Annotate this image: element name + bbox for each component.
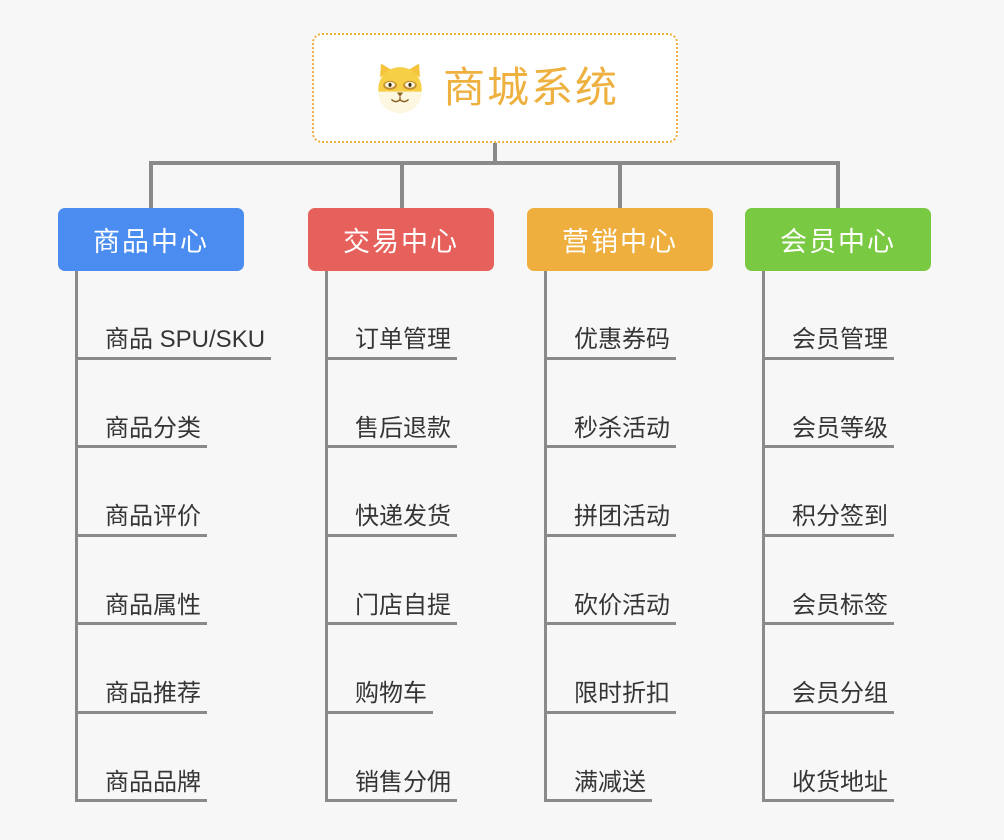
- root-title: 商城系统: [442, 64, 619, 111]
- leaf-underline: [325, 799, 457, 802]
- leaf-item[interactable]: 商品评价: [75, 448, 318, 537]
- leaf-label: 商品分类: [105, 414, 201, 442]
- leaf-label: 优惠券码: [574, 326, 670, 354]
- leaf-list-3: 优惠券码 秒杀活动 拼团活动 砍价活动 限时折扣 满减送: [527, 271, 752, 802]
- leaf-underline: [762, 710, 894, 714]
- leaf-list-4: 会员管理 会员等级 积分签到 会员标签 会员分组 收货地址: [745, 271, 975, 802]
- shiba-dog-face-icon: [371, 59, 429, 117]
- branch-column-3: 营销中心 优惠券码 秒杀活动 拼团活动 砍价活动 限时折扣: [527, 208, 752, 802]
- leaf-label: 会员分组: [792, 680, 888, 708]
- leaf-label: 限时折扣: [574, 680, 670, 708]
- leaf-item[interactable]: 会员等级: [762, 360, 975, 448]
- leaf-item[interactable]: 限时折扣: [544, 625, 752, 714]
- leaf-item[interactable]: 满减送: [544, 714, 752, 802]
- leaf-label: 商品评价: [105, 503, 201, 531]
- leaf-label: 会员管理: [792, 326, 888, 354]
- leaf-item[interactable]: 订单管理: [325, 271, 533, 360]
- category-box-4[interactable]: 会员中心: [745, 208, 931, 271]
- leaf-item[interactable]: 拼团活动: [544, 448, 752, 537]
- leaf-item[interactable]: 售后退款: [325, 360, 533, 448]
- leaf-item[interactable]: 购物车: [325, 625, 533, 714]
- leaf-list-2: 订单管理 售后退款 快递发货 门店自提 购物车 销售分佣: [308, 271, 533, 802]
- branch-column-1: 商品中心 商品 SPU/SKU 商品分类 商品评价 商品属性 商品推荐: [58, 208, 318, 802]
- leaf-underline: [544, 445, 676, 448]
- leaf-underline: [325, 622, 457, 625]
- leaf-underline: [762, 799, 894, 802]
- connector-root-stem: [493, 143, 497, 164]
- leaf-item[interactable]: 商品 SPU/SKU: [75, 271, 318, 360]
- leaf-item[interactable]: 积分签到: [762, 448, 975, 537]
- leaf-underline: [75, 445, 207, 448]
- leaf-item[interactable]: 砍价活动: [544, 537, 752, 625]
- leaf-label: 会员标签: [792, 591, 888, 619]
- category-box-1[interactable]: 商品中心: [58, 208, 244, 271]
- connector-horizontal-bar: [149, 161, 840, 165]
- leaf-underline: [544, 533, 676, 537]
- connector-drop-1: [149, 161, 153, 208]
- leaf-item[interactable]: 会员管理: [762, 271, 975, 360]
- leaf-label: 商品属性: [105, 591, 201, 619]
- leaf-item[interactable]: 销售分佣: [325, 714, 533, 802]
- leaf-underline: [75, 622, 207, 625]
- leaf-underline: [544, 710, 676, 714]
- leaf-item[interactable]: 商品推荐: [75, 625, 318, 714]
- root-node[interactable]: 商城系统: [312, 33, 678, 143]
- leaf-underline: [544, 622, 676, 625]
- leaf-underline: [762, 622, 894, 625]
- leaf-item[interactable]: 秒杀活动: [544, 360, 752, 448]
- leaf-label: 商品推荐: [105, 680, 201, 708]
- leaf-item[interactable]: 会员标签: [762, 537, 975, 625]
- leaf-underline: [325, 533, 457, 537]
- leaf-label: 销售分佣: [355, 768, 451, 796]
- leaf-label: 收货地址: [792, 768, 888, 796]
- leaf-item[interactable]: 商品品牌: [75, 714, 318, 802]
- leaf-list-1: 商品 SPU/SKU 商品分类 商品评价 商品属性 商品推荐 商品品牌: [58, 271, 318, 802]
- leaf-item[interactable]: 会员分组: [762, 625, 975, 714]
- leaf-label: 售后退款: [355, 414, 451, 442]
- leaf-item[interactable]: 快递发货: [325, 448, 533, 537]
- leaf-label: 满减送: [574, 768, 646, 796]
- category-box-3[interactable]: 营销中心: [527, 208, 713, 271]
- leaf-underline: [762, 445, 894, 448]
- leaf-item[interactable]: 门店自提: [325, 537, 533, 625]
- connector-drop-3: [618, 161, 622, 208]
- leaf-item[interactable]: 优惠券码: [544, 271, 752, 360]
- leaf-label: 会员等级: [792, 414, 888, 442]
- leaf-label: 门店自提: [355, 591, 451, 619]
- leaf-underline: [75, 710, 207, 714]
- leaf-label: 积分签到: [792, 503, 888, 531]
- branch-column-2: 交易中心 订单管理 售后退款 快递发货 门店自提 购物车: [308, 208, 533, 802]
- category-label-3: 营销中心: [562, 227, 678, 257]
- leaf-underline: [325, 710, 433, 714]
- leaf-label: 砍价活动: [574, 591, 670, 619]
- leaf-underline: [325, 445, 457, 448]
- leaf-underline: [75, 533, 207, 537]
- leaf-underline: [75, 799, 207, 802]
- category-label-2: 交易中心: [343, 227, 459, 257]
- leaf-label: 秒杀活动: [574, 414, 670, 442]
- leaf-label: 商品 SPU/SKU: [105, 326, 266, 354]
- category-label-1: 商品中心: [93, 227, 209, 257]
- leaf-item[interactable]: 商品属性: [75, 537, 318, 625]
- leaf-label: 快递发货: [355, 503, 451, 531]
- leaf-label: 购物车: [355, 680, 427, 708]
- leaf-underline: [762, 533, 894, 537]
- connector-drop-2: [400, 161, 404, 208]
- leaf-label: 拼团活动: [574, 503, 670, 531]
- leaf-item[interactable]: 商品分类: [75, 360, 318, 448]
- leaf-underline: [325, 356, 457, 360]
- leaf-item[interactable]: 收货地址: [762, 714, 975, 802]
- leaf-underline: [75, 356, 271, 360]
- leaf-underline: [762, 356, 894, 360]
- leaf-label: 商品品牌: [105, 768, 201, 796]
- branch-column-4: 会员中心 会员管理 会员等级 积分签到 会员标签 会员分组: [745, 208, 975, 802]
- category-label-4: 会员中心: [780, 227, 896, 257]
- connector-drop-4: [836, 161, 840, 208]
- category-box-2[interactable]: 交易中心: [308, 208, 494, 271]
- leaf-underline: [544, 356, 676, 360]
- leaf-underline: [544, 799, 652, 802]
- leaf-label: 订单管理: [355, 326, 451, 354]
